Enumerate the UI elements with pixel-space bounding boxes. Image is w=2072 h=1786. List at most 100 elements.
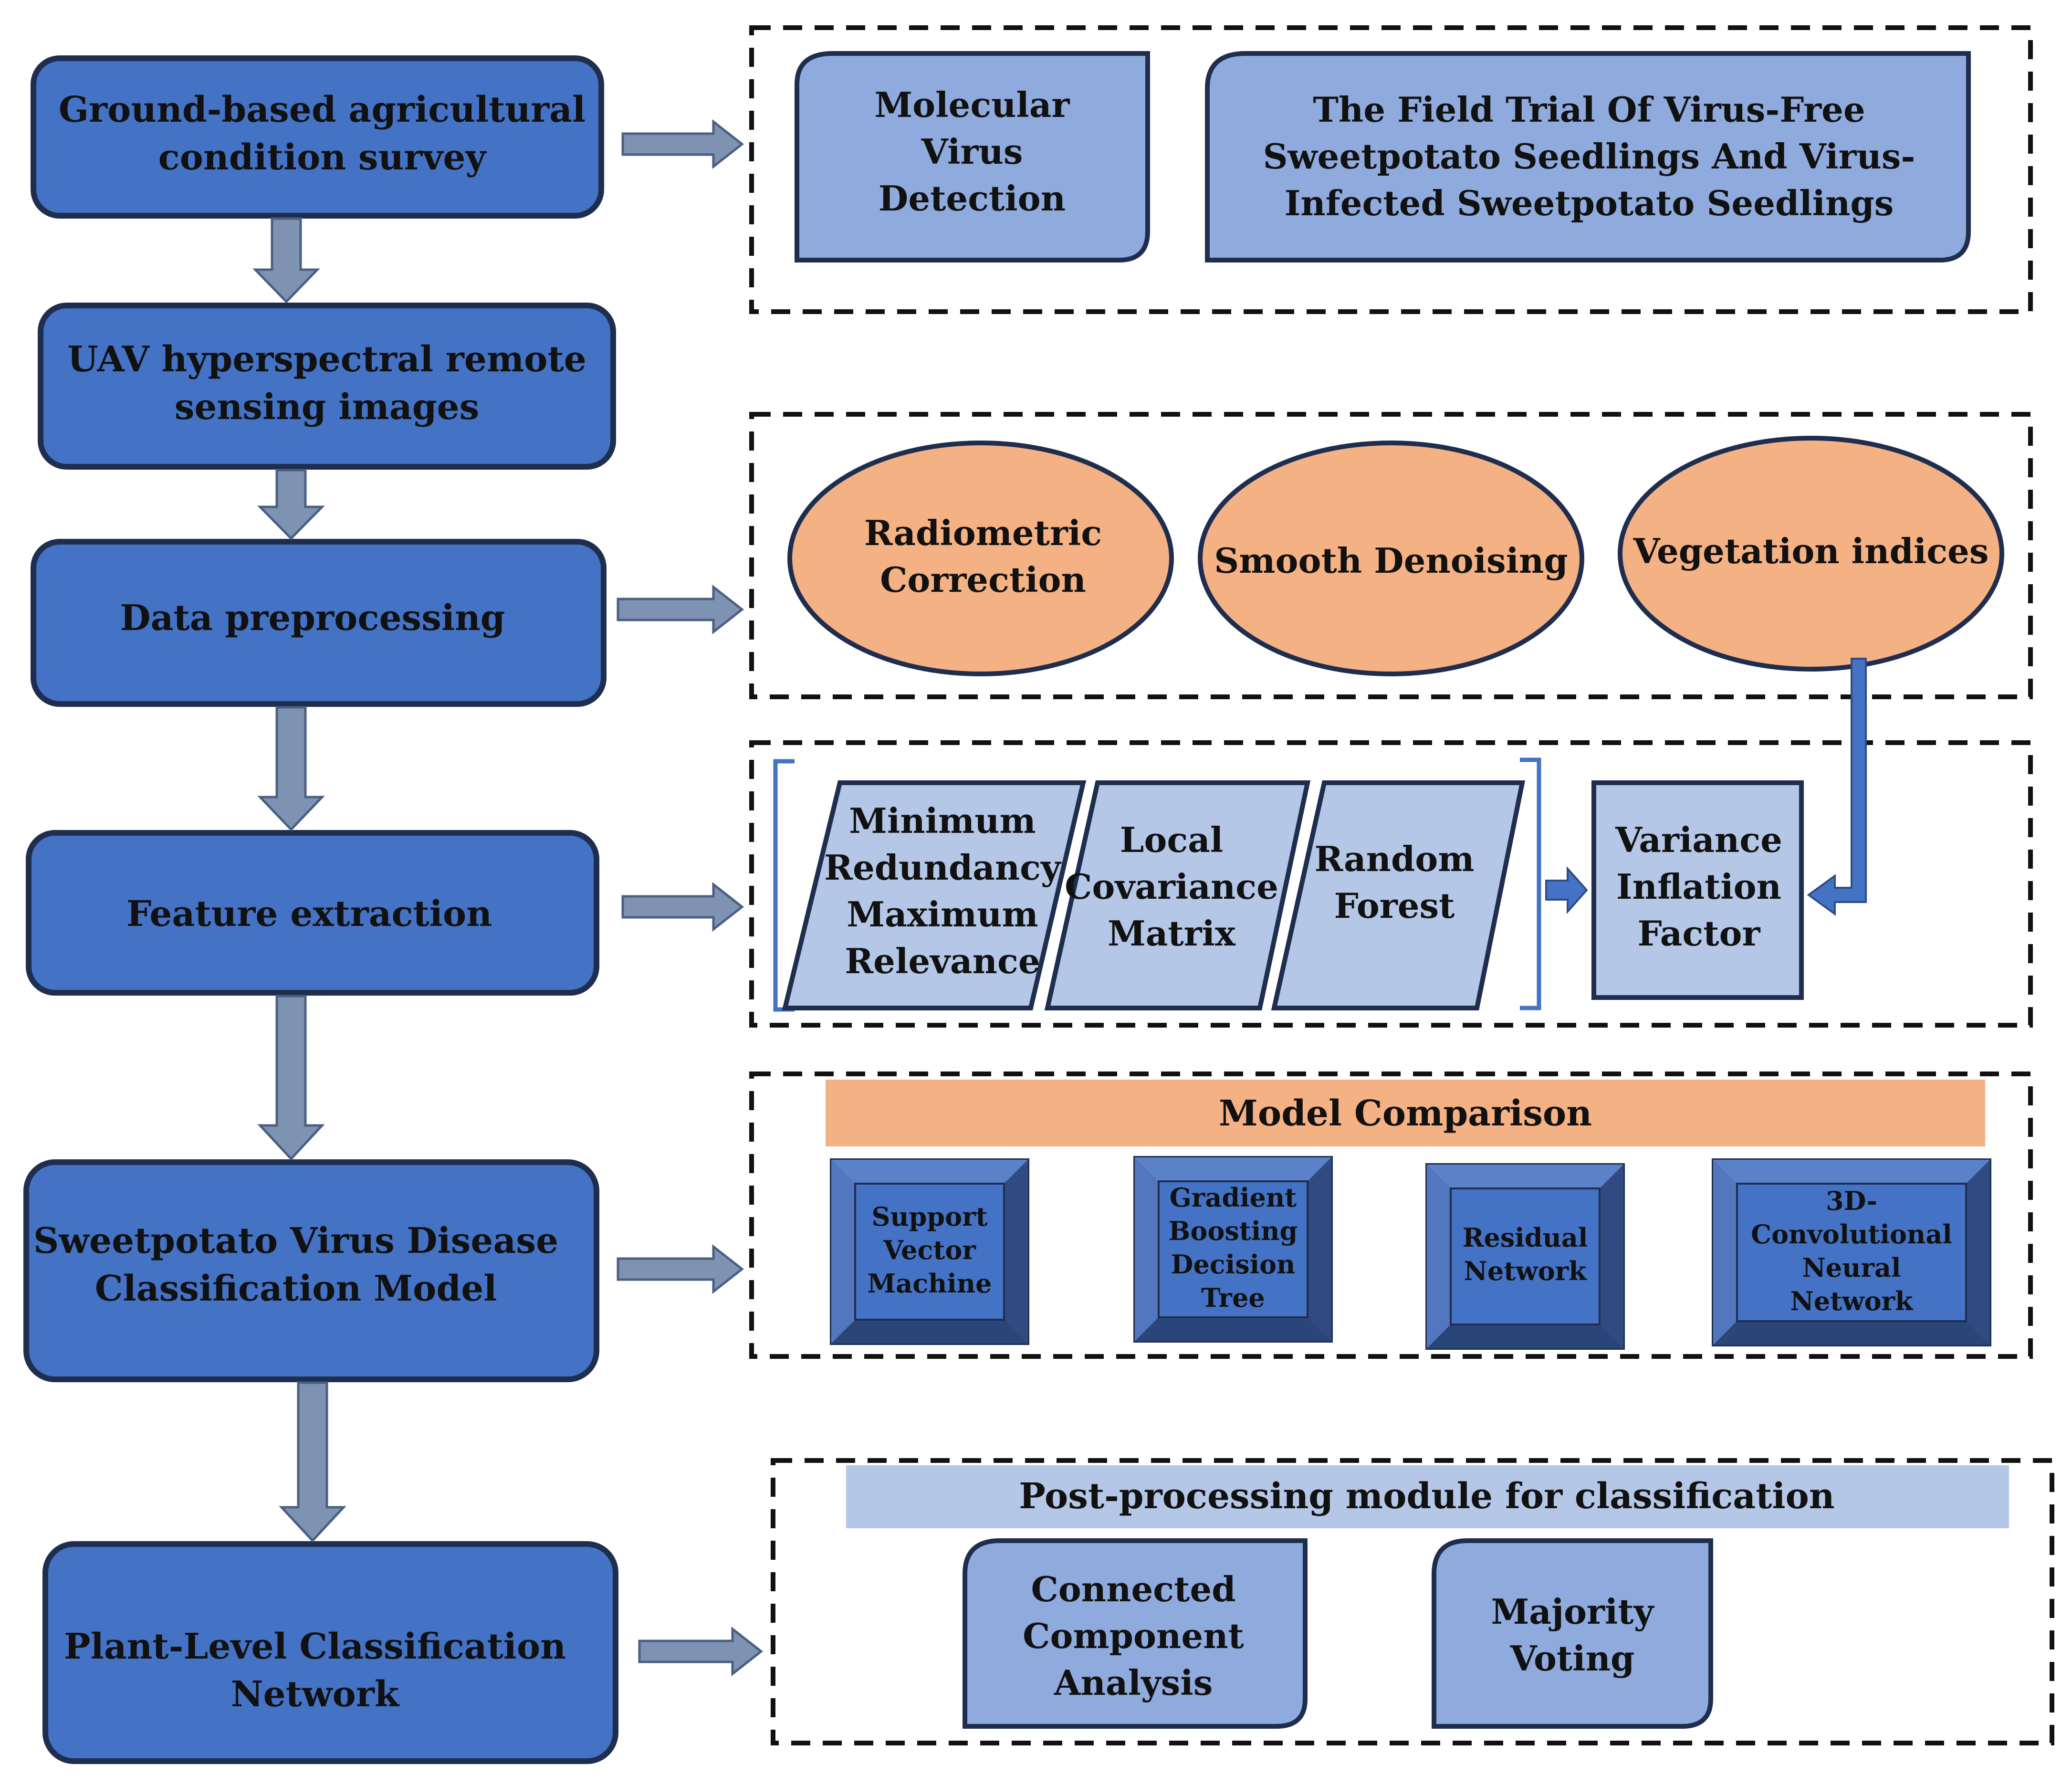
main-step-data-preprocessing: Data preprocessing bbox=[31, 539, 607, 707]
main-step-survey-line2: condition survey bbox=[158, 137, 487, 178]
molecular-line3: Detection bbox=[879, 178, 1066, 219]
svm-line2: Vector bbox=[883, 1235, 976, 1265]
main-step-model-line1: Sweetpotato Virus Disease bbox=[33, 1220, 558, 1261]
main-step-survey: Ground-based agricultural condition surve… bbox=[31, 55, 604, 219]
vegetation-indices-ellipse: Vegetation indices bbox=[1618, 436, 2004, 672]
cnn3d-line1: 3D- bbox=[1826, 1186, 1877, 1216]
bracket-to-vif-arrow bbox=[1545, 866, 1588, 914]
cnn3d-line4: Network bbox=[1790, 1286, 1914, 1316]
svm-line3: Machine bbox=[867, 1268, 992, 1299]
svm-line1: Support bbox=[871, 1201, 987, 1232]
radiometric-line1: Radiometric bbox=[864, 513, 1102, 553]
molecular-line1: Molecular bbox=[874, 84, 1070, 125]
main-step-uav-line2: sensing images bbox=[175, 387, 479, 428]
postprocess-title: Post-processing module for classificatio… bbox=[1019, 1476, 1834, 1517]
gbdt-line2: Boosting bbox=[1169, 1216, 1298, 1246]
majority-line2: Voting bbox=[1510, 1638, 1635, 1679]
vif-line1: Variance bbox=[1615, 819, 1782, 860]
connected-line1: Connected bbox=[1031, 1569, 1235, 1609]
mrmr-line2: Redundancy bbox=[824, 847, 1062, 888]
down-arrow-2 bbox=[257, 469, 325, 540]
main-step-uav-images: UAV hyperspectral remote sensing images bbox=[38, 303, 616, 470]
vegetation-to-vif-connector bbox=[1807, 658, 1867, 916]
postprocess-header: Post-processing module for classificatio… bbox=[846, 1465, 2009, 1528]
smooth-denoising-ellipse: Smooth Denoising bbox=[1198, 441, 1584, 676]
right-arrow-postprocess bbox=[638, 1626, 764, 1677]
svg-text:Feature extraction: Feature extraction bbox=[126, 893, 492, 935]
local-covariance-line1: Local bbox=[1120, 819, 1224, 860]
field-trial-line1: The Field Trial Of Virus-Free bbox=[1313, 89, 1865, 130]
main-step-feature-line1: Feature extraction bbox=[126, 893, 492, 935]
svg-text:Smooth Denoising: Smooth Denoising bbox=[1214, 540, 1568, 581]
model-comparison-title: Model Comparison bbox=[1219, 1093, 1592, 1134]
main-step-preprocessing-line1: Data preprocessing bbox=[120, 598, 505, 639]
svg-text:Model Comparison: Model Comparison bbox=[1219, 1093, 1592, 1134]
field-trial-line3: Infected Sweetpotato Seedlings bbox=[1285, 183, 1894, 223]
main-step-uav-line1: UAV hyperspectral remote bbox=[67, 339, 586, 380]
connected-line2: Component bbox=[1023, 1616, 1244, 1656]
smooth-denoising-line1: Smooth Denoising bbox=[1214, 540, 1568, 581]
survey-panel bbox=[749, 25, 2033, 314]
field-trial-line2: Sweetpotato Seedlings And Virus- bbox=[1263, 136, 1915, 177]
down-arrow-4 bbox=[257, 995, 325, 1161]
mrmr-line4: Relevance bbox=[845, 941, 1040, 981]
local-covariance-line3: Matrix bbox=[1108, 913, 1236, 954]
molecular-line2: Virus bbox=[921, 131, 1023, 172]
right-bracket bbox=[1520, 757, 1541, 1010]
model-panel bbox=[749, 1072, 2033, 1359]
resnet-line2: Network bbox=[1464, 1256, 1587, 1286]
right-arrow-model bbox=[617, 1244, 744, 1294]
mrmr-line1: Minimum bbox=[849, 800, 1036, 841]
majority-line1: Majority bbox=[1491, 1591, 1655, 1632]
connected-line3: Analysis bbox=[1054, 1662, 1213, 1703]
main-step-survey-line1: Ground-based agricultural bbox=[59, 89, 586, 130]
feature-panel bbox=[749, 740, 2033, 1028]
radiometric-line2: Correction bbox=[880, 559, 1086, 600]
preprocessing-panel bbox=[749, 412, 2033, 699]
model-comparison-header: Model Comparison bbox=[826, 1080, 1985, 1146]
right-arrow-preprocessing bbox=[617, 584, 744, 635]
vegetation-line1: Vegetation indices bbox=[1633, 531, 1989, 571]
resnet-line1: Residual bbox=[1463, 1222, 1588, 1253]
gbdt-line4: Tree bbox=[1201, 1282, 1265, 1313]
random-forest-line2: Forest bbox=[1334, 885, 1455, 926]
gbdt-line1: Gradient bbox=[1170, 1182, 1297, 1213]
svg-text:Data preprocessing: Data preprocessing bbox=[120, 598, 505, 639]
vif-line3: Factor bbox=[1638, 913, 1761, 954]
main-step-plant-line1: Plant-Level Classification bbox=[64, 1626, 566, 1667]
gbdt-line3: Decision bbox=[1171, 1249, 1296, 1280]
right-arrow-survey bbox=[621, 119, 744, 169]
cnn3d-line2: Convolutional bbox=[1751, 1219, 1952, 1250]
down-arrow-1 bbox=[252, 217, 320, 304]
down-arrow-5 bbox=[279, 1381, 346, 1543]
right-arrow-feature bbox=[621, 882, 744, 932]
svg-text:Post-processing module for cla: Post-processing module for classificatio… bbox=[1019, 1476, 1834, 1517]
